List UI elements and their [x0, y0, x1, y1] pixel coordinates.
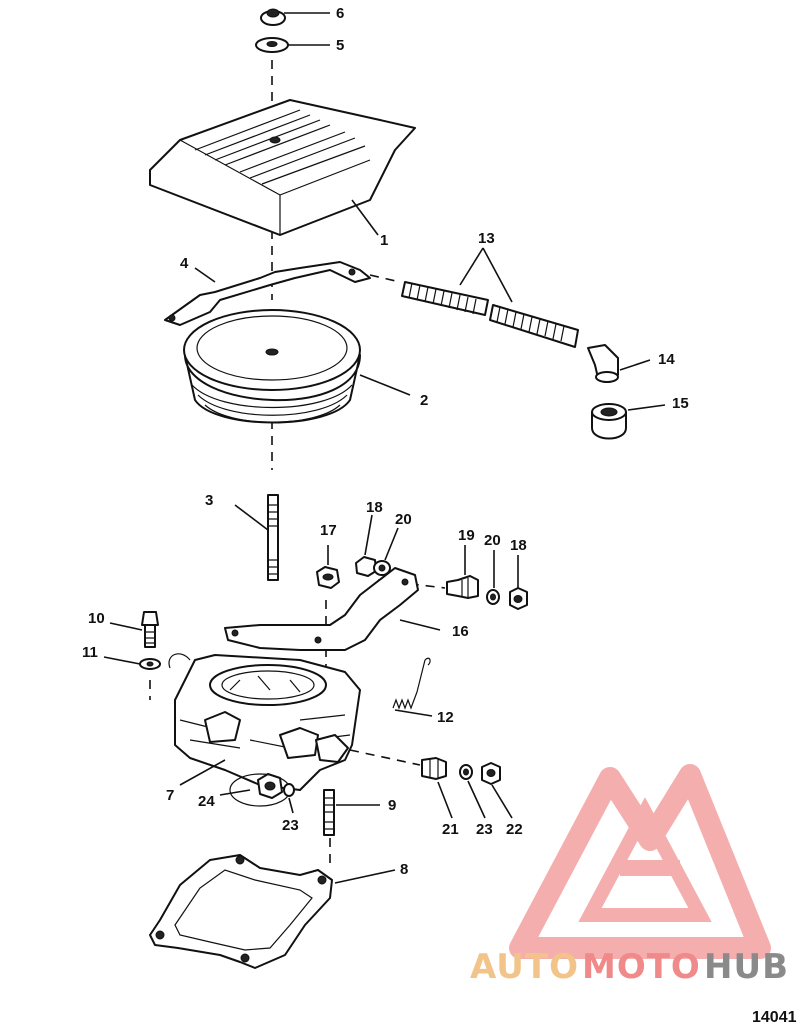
callout-7: 7 — [166, 787, 174, 804]
watermark-logo — [509, 764, 771, 959]
watermark-text-auto: AUTO — [470, 947, 579, 987]
callout-5: 5 — [336, 37, 344, 54]
callout-8: 8 — [400, 861, 408, 878]
callout-12: 12 — [437, 709, 454, 726]
callout-23-right: 23 — [476, 821, 493, 838]
part-16-throttle-bracket — [224, 567, 419, 651]
callout-14: 14 — [658, 351, 675, 368]
callout-21: 21 — [442, 821, 459, 838]
part-11-washer — [139, 658, 161, 670]
callout-16: 16 — [452, 623, 469, 640]
part-12-spring — [392, 657, 431, 710]
callout-23-left: 23 — [282, 817, 299, 834]
callout-11: 11 — [82, 644, 98, 661]
part-14-elbow-fitting — [587, 344, 619, 383]
part-4-bracket — [164, 261, 371, 326]
part-23-washer-left — [283, 783, 295, 797]
callout-9: 9 — [388, 797, 396, 814]
part-7-carburetor — [168, 653, 361, 791]
part-15-grommet — [591, 403, 627, 440]
document-number: 14041 — [752, 1009, 797, 1026]
part-21-fitting — [421, 757, 447, 780]
callout-4: 4 — [180, 255, 189, 272]
part-20-washer-right — [486, 589, 500, 605]
part-5-washer — [255, 37, 289, 53]
part-22-nut — [481, 762, 501, 785]
callout-6: 6 — [336, 5, 344, 22]
callout-20-left: 20 — [395, 511, 412, 528]
part-17-nut — [316, 566, 340, 589]
part-24-nut — [229, 773, 291, 807]
callout-18-right: 18 — [510, 537, 527, 554]
watermark-text-hub: HUB — [704, 947, 789, 987]
callout-1: 1 — [380, 232, 388, 249]
part-9-stud — [323, 789, 335, 836]
callout-17: 17 — [320, 522, 337, 539]
part-10-bolt — [141, 611, 159, 648]
callout-3: 3 — [205, 492, 213, 509]
part-18-nut-left — [355, 556, 377, 577]
part-20-washer-left — [373, 560, 391, 576]
part-6-nut — [260, 8, 286, 26]
part-2-air-cleaner-base — [183, 309, 361, 424]
callout-20-right: 20 — [484, 532, 501, 549]
watermark-text-moto: MOTO — [582, 947, 701, 987]
callout-13: 13 — [478, 230, 495, 247]
callout-18-left: 18 — [366, 499, 383, 516]
callout-10: 10 — [88, 610, 105, 627]
axis-line-side — [349, 749, 421, 766]
part-23-washer-right — [459, 764, 473, 780]
callout-15: 15 — [672, 395, 689, 412]
part-19-fitting — [446, 575, 479, 599]
callout-22: 22 — [506, 821, 523, 838]
callout-19: 19 — [458, 527, 475, 544]
callout-24: 24 — [198, 793, 215, 810]
part-1-air-cleaner-cover — [149, 99, 416, 236]
part-13-hoses — [401, 281, 579, 348]
part-18-nut-right — [509, 587, 528, 610]
axis-line-hose — [369, 274, 401, 283]
leader-lines — [103, 12, 666, 884]
part-3-stud — [267, 494, 279, 581]
part-8-gasket — [149, 854, 333, 969]
callout-2: 2 — [420, 392, 428, 409]
